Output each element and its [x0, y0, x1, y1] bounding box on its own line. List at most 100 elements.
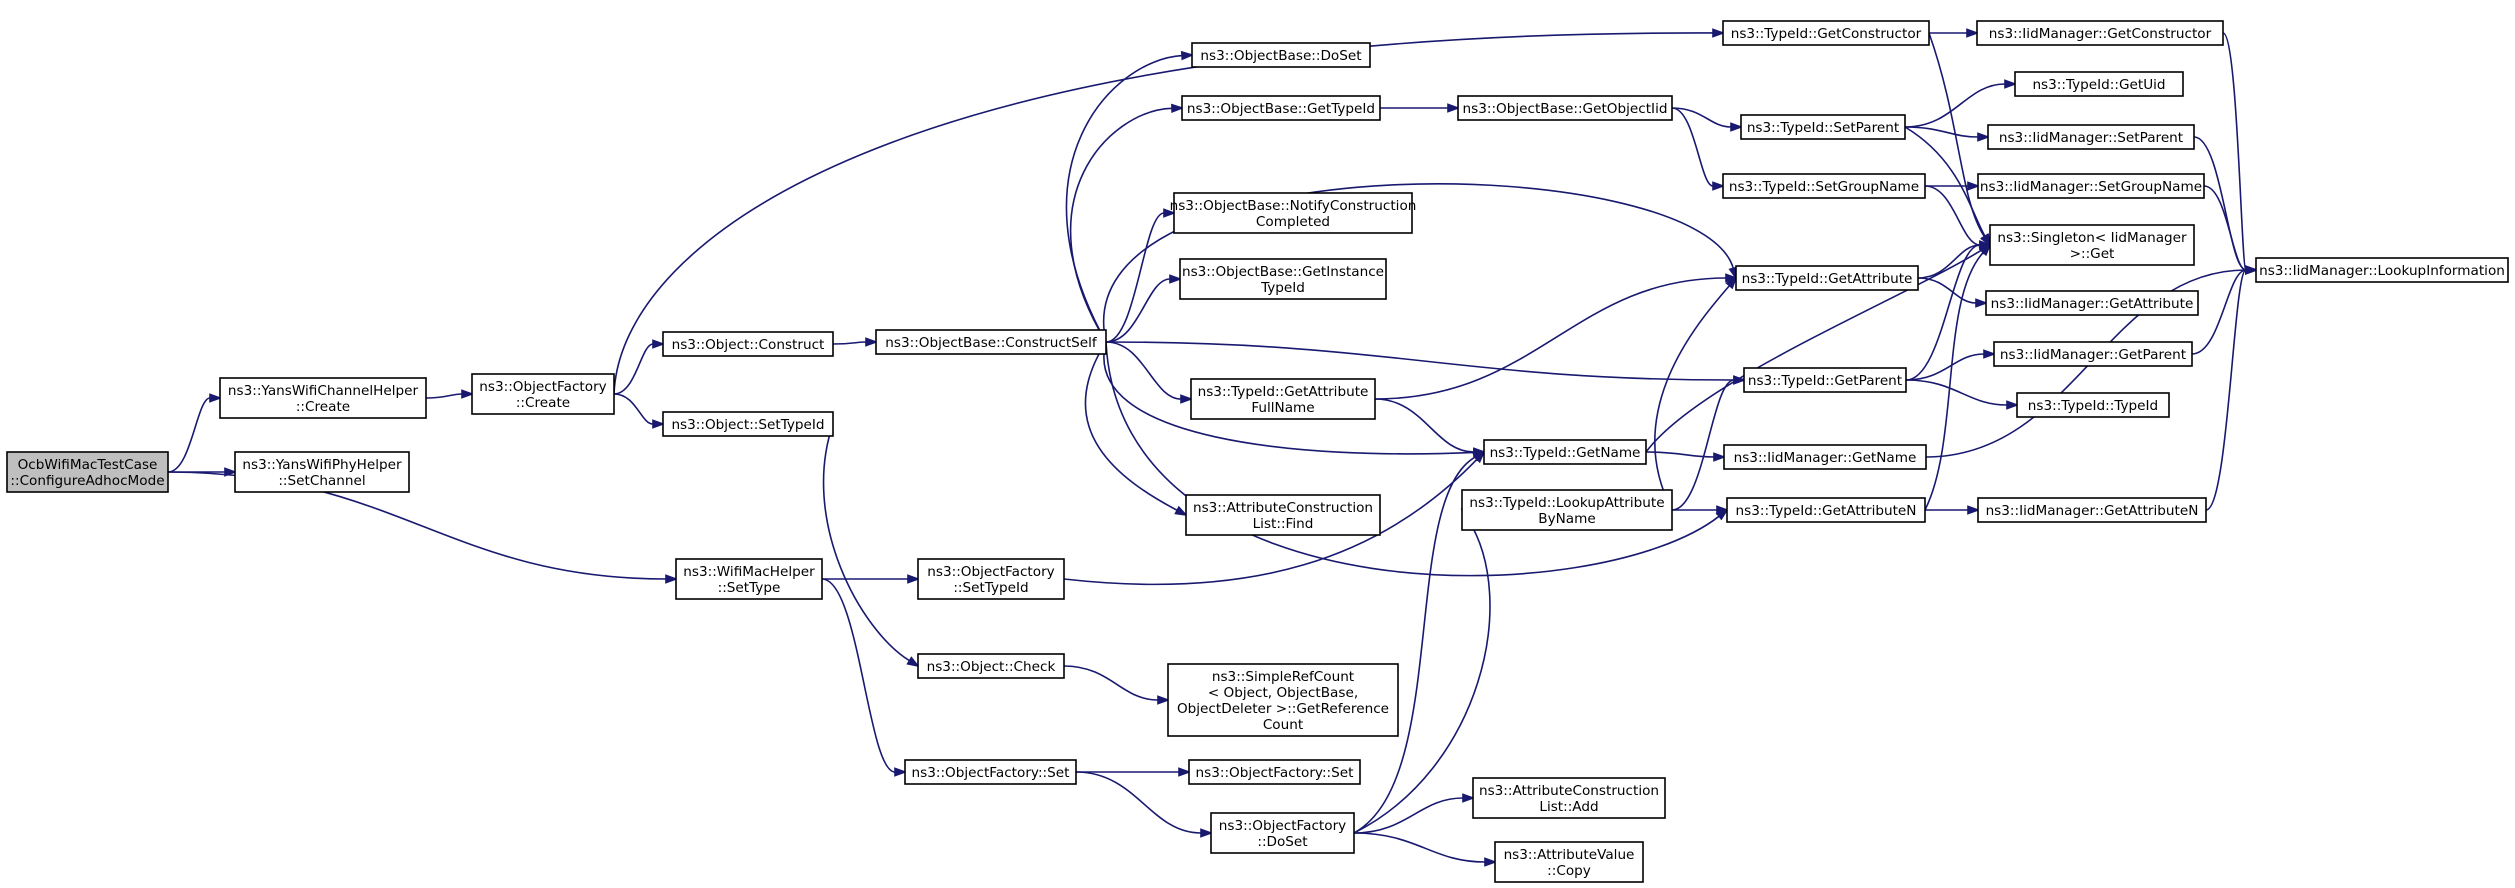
node-obconstructself[interactable]: ns3::ObjectBase::ConstructSelf	[875, 329, 1107, 355]
node-tidtypeid[interactable]: ns3::TypeId::TypeId	[2016, 392, 2170, 418]
node-box	[1743, 367, 1907, 393]
edge-line	[1905, 353, 1985, 381]
node-tidsetparent[interactable]: ns3::TypeId::SetParent	[1740, 114, 1906, 140]
edge-arrowhead	[1725, 273, 1739, 283]
node-label-line: ns3::Object::SetTypeId	[671, 417, 824, 433]
edge-line	[1645, 451, 1715, 458]
node-label-line: ns3::TypeId::TypeId	[2028, 398, 2158, 414]
node-iidlookup[interactable]: ns3::IidManager::LookupInformation	[2255, 257, 2509, 283]
node-srcgetref[interactable]: ns3::SimpleRefCount< Object, ObjectBase,…	[1167, 663, 1399, 737]
node-iidsetgroup[interactable]: ns3::IidManager::SetGroupName	[1977, 173, 2205, 199]
node-label-line: OcbWifiMacTestCase	[18, 457, 158, 473]
call-edge-tidsetparent-to-tidgetuid	[1904, 79, 2018, 128]
node-box	[1726, 497, 1926, 523]
node-box	[1722, 173, 1926, 199]
node-wifimac[interactable]: ns3::WifiMacHelper::SetType	[675, 558, 823, 600]
edge-line	[1353, 797, 1464, 834]
node-ofcreate[interactable]: ns3::ObjectFactory::Create	[471, 373, 615, 415]
node-iidgetctor[interactable]: ns3::IidManager::GetConstructor	[1976, 20, 2224, 46]
node-objcheck[interactable]: ns3::Object::Check	[917, 653, 1065, 679]
node-avcopy[interactable]: ns3::AttributeValue::Copy	[1494, 841, 1644, 883]
node-iidgetattr[interactable]: ns3::IidManager::GetAttribute	[1985, 290, 2199, 316]
node-label-line: Count	[1263, 717, 1303, 733]
node-yanschan[interactable]: ns3::YansWifiChannelHelper::Create	[219, 377, 427, 419]
node-label-line: ns3::TypeId::LookupAttribute	[1469, 495, 1664, 511]
edge-line	[1917, 244, 1981, 279]
node-label-line: ns3::ObjectBase::DoSet	[1200, 48, 1361, 64]
edge-arrowhead	[1712, 28, 1726, 38]
call-edge-ofdoset-to-tidgetname	[1353, 450, 1487, 834]
node-iidsetparent[interactable]: ns3::IidManager::SetParent	[1987, 124, 2195, 150]
call-edge-ofcreate-to-tidgetctor	[613, 28, 1726, 395]
node-iidgetname[interactable]: ns3::IidManager::GetName	[1723, 444, 1927, 470]
node-tidgetattrn[interactable]: ns3::TypeId::GetAttributeN	[1726, 497, 1926, 523]
node-label-line: ns3::IidManager::GetConstructor	[1989, 26, 2212, 42]
node-iidgetparent[interactable]: ns3::IidManager::GetParent	[1993, 341, 2193, 367]
call-edges	[167, 28, 2259, 867]
node-obnotify[interactable]: ns3::ObjectBase::NotifyConstructionCompl…	[1170, 192, 1417, 234]
node-tidgetparent[interactable]: ns3::TypeId::GetParent	[1743, 367, 1907, 393]
node-singletonget[interactable]: ns3::Singleton< IidManager >::Get	[1989, 224, 2195, 266]
node-box	[1977, 497, 2207, 523]
node-ofset1[interactable]: ns3::ObjectFactory::Set	[904, 759, 1077, 785]
node-label-line: ns3::TypeId::GetAttribute	[1742, 271, 1913, 287]
node-yansphy[interactable]: ns3::YansWifiPhyHelper::SetChannel	[234, 451, 410, 493]
edge-arrowhead	[1712, 181, 1726, 191]
node-obgettypeid[interactable]: ns3::ObjectBase::GetTypeId	[1181, 95, 1381, 121]
edge-line	[1084, 341, 1178, 512]
edge-line	[1353, 832, 1486, 863]
edge-arrowhead	[461, 389, 475, 399]
node-tidgetctor[interactable]: ns3::TypeId::GetConstructor	[1722, 20, 1930, 46]
node-label-line: ns3::YansWifiPhyHelper	[242, 457, 402, 473]
edge-arrowhead	[652, 339, 666, 349]
call-edge-obconstructself-to-tidgetparent	[1105, 341, 1747, 385]
call-edge-tidgetattrfull-to-tidgetattr	[1374, 273, 1739, 400]
node-ofset2[interactable]: ns3::ObjectFactory::Set	[1188, 759, 1361, 785]
node-box	[234, 451, 410, 493]
node-tidgetname[interactable]: ns3::TypeId::GetName	[1483, 439, 1647, 465]
node-iidgetattrn[interactable]: ns3::IidManager::GetAttributeN	[1977, 497, 2207, 523]
node-objconstruct[interactable]: ns3::Object::Construct	[662, 331, 834, 357]
edge-line	[1654, 285, 1731, 511]
call-edge-tidgetparent-to-singletonget	[1905, 240, 1993, 381]
node-box	[1181, 95, 1381, 121]
node-box	[2016, 392, 2170, 418]
node-obgetobjtid[interactable]: ns3::ObjectBase::GetObjectIid	[1457, 95, 1673, 121]
call-edge-iidgetparent-to-iidlookup	[2191, 265, 2259, 355]
node-label-line: ns3::WifiMacHelper	[683, 564, 815, 580]
node-ofsettypeid[interactable]: ns3::ObjectFactory::SetTypeId	[917, 558, 1065, 600]
node-box	[6, 451, 169, 493]
node-label-line: ns3::ObjectBase::GetTypeId	[1187, 101, 1375, 117]
node-label-line: ns3::TypeId::GetConstructor	[1731, 26, 1922, 42]
node-label-line: ::SetTypeId	[953, 580, 1028, 596]
edge-line	[2203, 185, 2247, 271]
node-label-line: ns3::TypeId::GetUid	[2032, 77, 2165, 93]
node-obdoset[interactable]: ns3::ObjectBase::DoSet	[1191, 42, 1371, 68]
node-tidsetgroup[interactable]: ns3::TypeId::SetGroupName	[1722, 173, 1926, 199]
node-label-line: >::Get	[2070, 246, 2115, 262]
call-edge-obconstructself-to-obnotify	[1105, 208, 1177, 343]
node-label-line: ns3::ObjectFactory::Set	[1196, 765, 1354, 781]
call-edge-yanschan-to-ofcreate	[425, 389, 475, 399]
edge-arrowhead	[1713, 452, 1727, 462]
node-box	[1173, 192, 1413, 234]
node-tidgetuid[interactable]: ns3::TypeId::GetUid	[2014, 71, 2184, 97]
node-objsettypeid[interactable]: ns3::Object::SetTypeId	[662, 411, 834, 437]
call-edge-obgetobjtid-to-tidsetparent	[1671, 107, 1744, 132]
node-label-line: ns3::Object::Check	[927, 659, 1056, 675]
node-box	[1722, 20, 1930, 46]
node-ofdoset[interactable]: ns3::ObjectFactory::DoSet	[1210, 812, 1355, 854]
node-label-line: ns3::TypeId::GetAttributeN	[1736, 503, 1917, 519]
edge-arrowhead	[1472, 450, 1487, 462]
call-edge-tidgetparent-to-iidgetparent	[1905, 349, 1997, 381]
call-edge-iidsetgroup-to-iidlookup	[2203, 185, 2259, 275]
node-box	[1185, 494, 1381, 536]
node-tidgetattr[interactable]: ns3::TypeId::GetAttribute	[1735, 265, 1919, 291]
node-box	[875, 329, 1107, 355]
